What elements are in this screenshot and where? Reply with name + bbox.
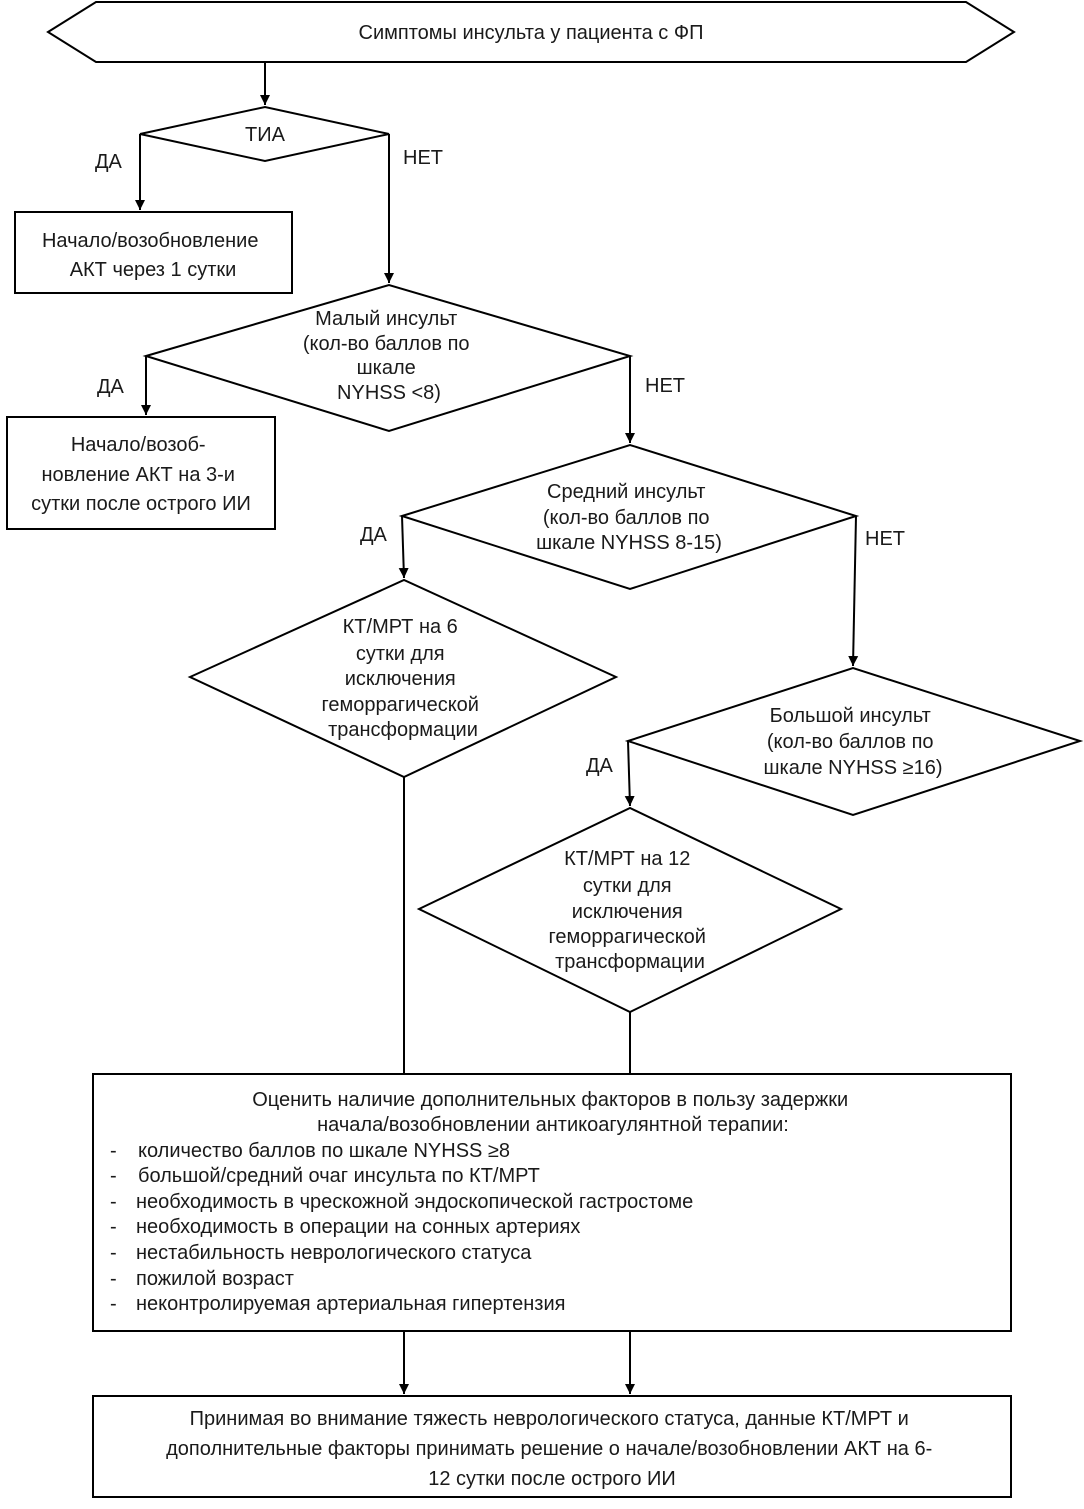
minor-yes-box (6, 416, 276, 530)
factor-bullet: - (110, 1165, 117, 1187)
edge-moderate-no (848, 515, 859, 667)
factors-box (92, 1073, 1012, 1332)
factor-item: большой/средний очаг инсульта по КТ/МРТ (138, 1165, 540, 1187)
major-stroke-diamond (624, 666, 1084, 817)
start-hexagon (46, 1, 1016, 63)
factor-bullet: - (110, 1293, 117, 1315)
moderate-stroke-label: Средний инсульт (кол-во баллов по шкале … (536, 481, 722, 554)
edge-label-minor-no: НЕТ (645, 375, 685, 397)
ct-day6-label: КТ/МРТ на 6 сутки для исключения геморра… (321, 616, 484, 741)
tia-label: ТИА (245, 124, 286, 146)
major-stroke-label: Большой инсульт (кол-во баллов по шкале … (763, 705, 942, 779)
factor-item: количество баллов по шкале NYHSS ≥8 (138, 1140, 510, 1162)
factor-bullet: - (110, 1216, 117, 1238)
edge-label-tia-yes: ДА (95, 151, 123, 173)
final-decision-box (92, 1395, 1012, 1498)
factor-item: нестабильность неврологического статуса (136, 1242, 532, 1264)
factor-item: пожилой возраст (136, 1268, 294, 1290)
edge-label-moderate-no: НЕТ (865, 528, 905, 550)
edge-major-yes (624, 740, 635, 807)
ct-day12-diamond (416, 806, 844, 1014)
factors-title: Оценить наличие дополнительных факторов … (252, 1089, 854, 1136)
minor-stroke-label: Малый инсульт (кол-во баллов по шкале NY… (303, 308, 475, 404)
factor-item: необходимость в операции на сонных артер… (136, 1216, 580, 1238)
tia-yes-text: Начало/возобновление АКТ через 1 сутки (42, 230, 264, 281)
start-label: Симптомы инсульта у пациента с ФП (359, 22, 704, 44)
final-decision-text: Принимая во внимание тяжесть неврологиче… (166, 1408, 938, 1490)
edge-label-minor-yes: ДА (97, 376, 125, 398)
factor-bullet: - (110, 1191, 117, 1213)
edge-label-moderate-yes: ДА (360, 524, 388, 546)
edge-moderate-yes (398, 515, 409, 579)
ct-day6-diamond (187, 578, 619, 779)
factor-bullet: - (110, 1242, 117, 1264)
minor-yes-text: Начало/возоб- новление АКТ на 3-и сутки … (31, 434, 251, 515)
factor-item: неконтролируемая артериальная гипертензи… (136, 1293, 565, 1315)
factor-bullet: - (110, 1268, 117, 1290)
tia-yes-box (14, 211, 293, 294)
factor-item: необходимость в чрескожной эндоскопическ… (136, 1191, 693, 1213)
edge-label-tia-no: НЕТ (403, 147, 443, 169)
factor-bullet: - (110, 1140, 117, 1162)
ct-day12-label: КТ/МРТ на 12 сутки для исключения геморр… (548, 848, 711, 973)
edge-label-major-yes: ДА (586, 755, 614, 777)
connectors (135, 62, 859, 1394)
factors-list: - количество баллов по шкале NYHSS ≥8 - … (110, 1140, 693, 1315)
